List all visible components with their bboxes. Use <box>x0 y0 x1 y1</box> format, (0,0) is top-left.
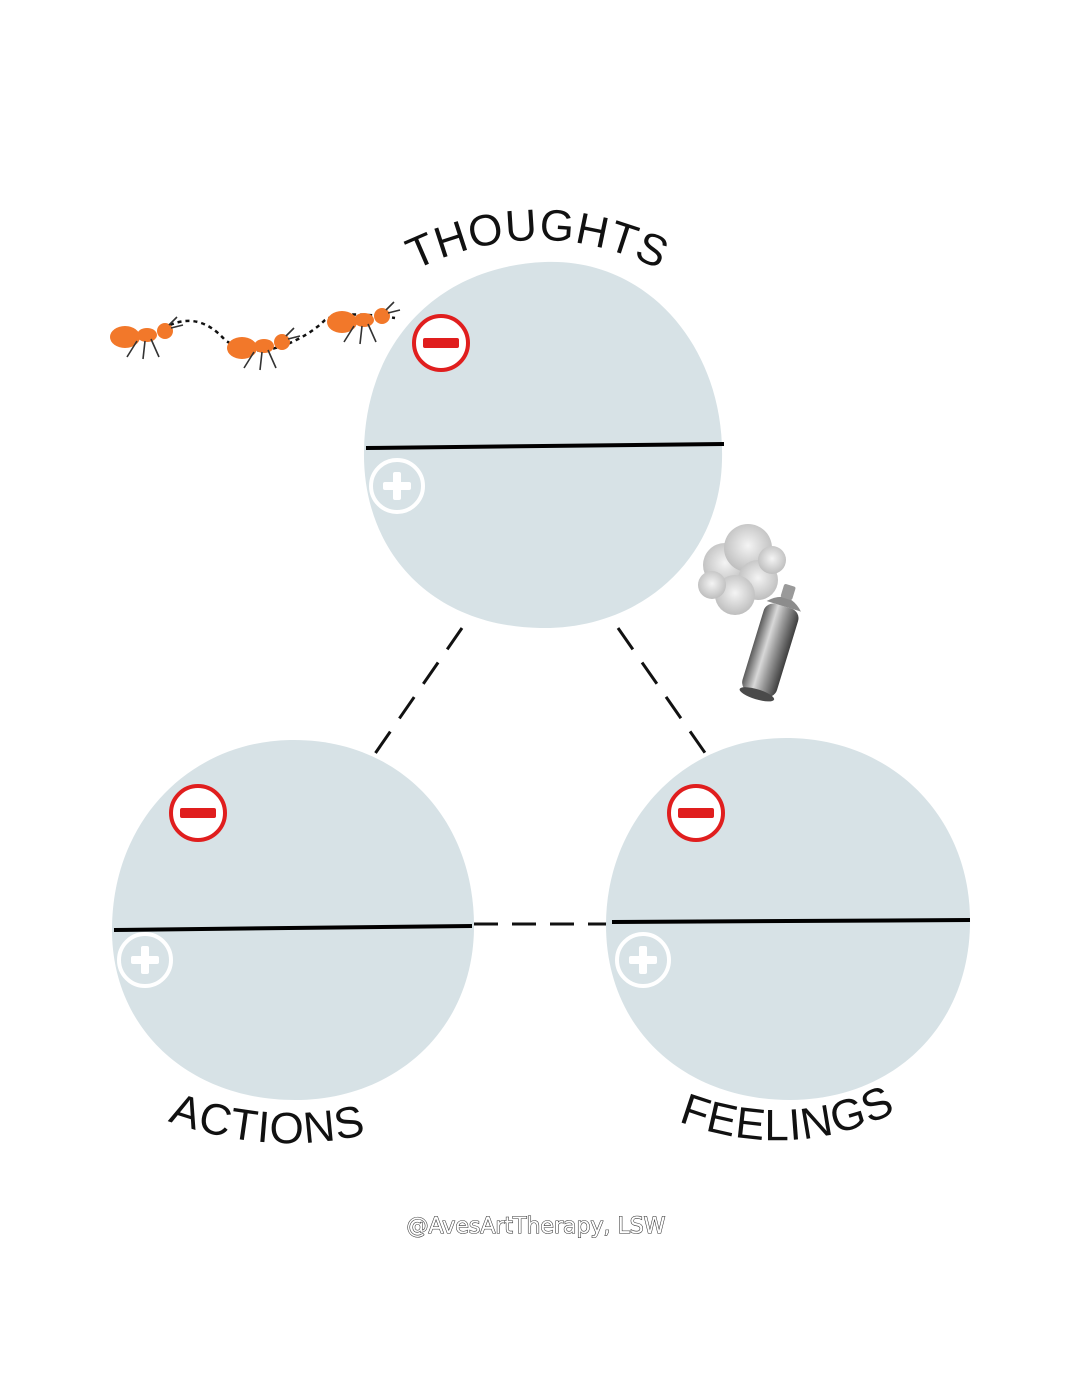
actions-divider <box>113 924 473 932</box>
ants-illustration <box>110 301 401 371</box>
thoughts-node: THOUGHTS <box>363 200 725 629</box>
connector-thoughts-actions <box>370 627 464 759</box>
spray-can-illustration <box>698 524 801 702</box>
feelings-divider <box>611 918 971 924</box>
minus-circle-icon <box>169 784 227 842</box>
connector-thoughts-feelings <box>616 627 712 761</box>
minus-circle-icon <box>667 784 725 842</box>
plus-circle-icon <box>369 458 425 514</box>
actions-node: ACTIONS <box>112 739 475 1153</box>
ant-icon <box>110 316 184 360</box>
plus-circle-icon <box>117 932 173 988</box>
spray-cloud <box>698 524 786 615</box>
spray-can-icon <box>739 584 801 702</box>
minus-circle-icon <box>412 314 470 372</box>
feelings-node: FEELINGS <box>606 737 971 1150</box>
actions-circle <box>112 739 475 1100</box>
thoughts-divider <box>365 442 725 450</box>
ant-icon <box>227 327 301 371</box>
ant-icon <box>327 301 401 345</box>
credit-text: @AvesArtTherapy, LSW <box>407 1214 666 1239</box>
plus-circle-icon <box>615 932 671 988</box>
